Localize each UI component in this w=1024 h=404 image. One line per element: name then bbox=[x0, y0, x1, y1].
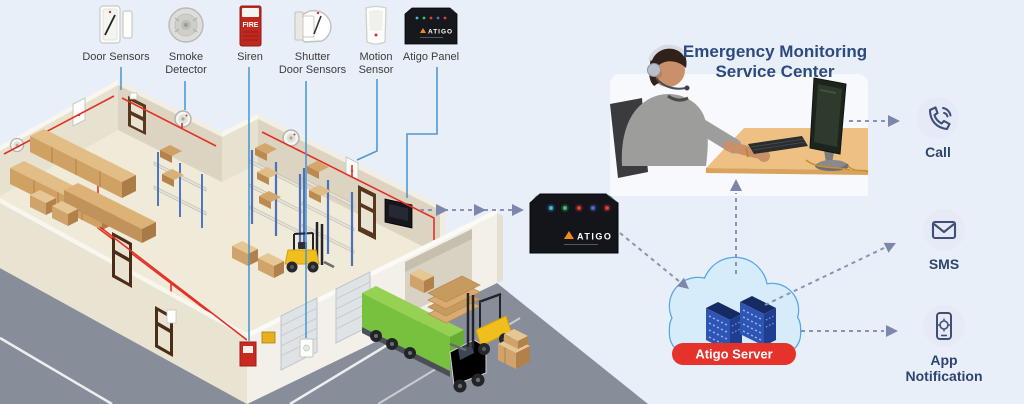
headset-icon bbox=[648, 44, 688, 61]
shutter-door-sensor-device bbox=[299, 338, 314, 358]
pallet-boxes bbox=[498, 329, 530, 369]
title-line-2: Service Center bbox=[715, 62, 835, 81]
atigo-panel-device: ATIGO bbox=[529, 193, 619, 254]
monitoring-center-title: Emergency Monitoring Service Center bbox=[640, 42, 910, 82]
strobe-device bbox=[261, 331, 276, 344]
smoke-detector-device bbox=[174, 110, 192, 128]
legend-label: Motion bbox=[359, 51, 393, 63]
monitoring-operator-illustration bbox=[610, 44, 869, 196]
forklift bbox=[284, 222, 335, 273]
legend-label: Siren bbox=[237, 51, 263, 63]
sms-envelope-icon bbox=[923, 209, 965, 251]
smoke-detector-icon bbox=[168, 7, 204, 43]
operator-person bbox=[621, 44, 708, 166]
legend-label: Sensor bbox=[358, 63, 394, 76]
siren-icon: FIRE bbox=[239, 5, 262, 47]
panel-led-indicators bbox=[547, 204, 611, 212]
legend-item-siren: FIRE Siren bbox=[222, 4, 278, 64]
atigo-logo-triangle bbox=[564, 231, 574, 239]
storage-rack bbox=[301, 161, 355, 266]
exterior-door bbox=[112, 232, 132, 288]
legend-item-door-sensors: Door Sensors bbox=[76, 4, 156, 64]
legend-label: Atigo Panel bbox=[402, 51, 460, 63]
legend-label: Shutter bbox=[294, 51, 331, 63]
keyboard bbox=[748, 136, 808, 154]
output-call: Call bbox=[890, 96, 986, 160]
door-sensor-device bbox=[129, 92, 138, 100]
output-app-notification: App Notification bbox=[896, 304, 992, 384]
output-label: App bbox=[930, 352, 958, 368]
atigo-server-cloud: Atigo Server bbox=[668, 256, 802, 365]
legend-label: Smoke bbox=[168, 51, 204, 63]
siren-device bbox=[239, 341, 257, 367]
output-sms: SMS bbox=[896, 208, 992, 272]
siren-fire-text: FIRE bbox=[243, 22, 259, 29]
loading-dock bbox=[405, 229, 472, 315]
server-label-badge bbox=[672, 343, 796, 365]
output-label: SMS bbox=[928, 256, 960, 272]
storage-rack bbox=[153, 145, 207, 228]
legend-label: Door Sensors bbox=[278, 63, 347, 76]
server-towers bbox=[706, 296, 776, 352]
legend-label: Door Sensors bbox=[82, 51, 150, 63]
device-brand-text: ATIGO bbox=[577, 232, 612, 242]
wall-panel-device bbox=[384, 198, 413, 229]
shutter-door bbox=[335, 271, 371, 344]
atigo-panel-icon: ATIGO bbox=[404, 7, 458, 45]
title-line-1: Emergency Monitoring bbox=[682, 42, 868, 61]
storage-rack bbox=[249, 143, 303, 248]
pallet-boxes bbox=[30, 190, 284, 278]
shutter-door-sensor-icon bbox=[294, 9, 332, 43]
door-sensor-icon bbox=[99, 5, 133, 44]
monitor bbox=[809, 77, 849, 171]
output-label: Call bbox=[925, 144, 951, 160]
panel-brand-text: ATIGO bbox=[428, 29, 453, 36]
output-label: Notification bbox=[905, 368, 983, 384]
cables bbox=[805, 159, 869, 173]
call-icon bbox=[917, 97, 959, 139]
legend-item-smoke-detector: Smoke Detector bbox=[146, 4, 226, 76]
motion-sensor-icon bbox=[365, 5, 387, 45]
legend-item-shutter-door-sensors: Shutter Door Sensors bbox=[270, 4, 355, 76]
wall-front-left bbox=[0, 202, 247, 404]
server-label-text: Atigo Server bbox=[695, 347, 772, 362]
door-sensor-device bbox=[166, 309, 177, 324]
warehouse-floor bbox=[0, 84, 440, 337]
legend-item-atigo-panel: ATIGO Atigo Panel bbox=[393, 4, 469, 64]
app-notification-phone-icon bbox=[923, 305, 965, 347]
truck bbox=[362, 286, 487, 393]
legend-item-motion-sensor: Motion Sensor bbox=[342, 4, 410, 76]
legend-label: Detector bbox=[165, 63, 207, 76]
